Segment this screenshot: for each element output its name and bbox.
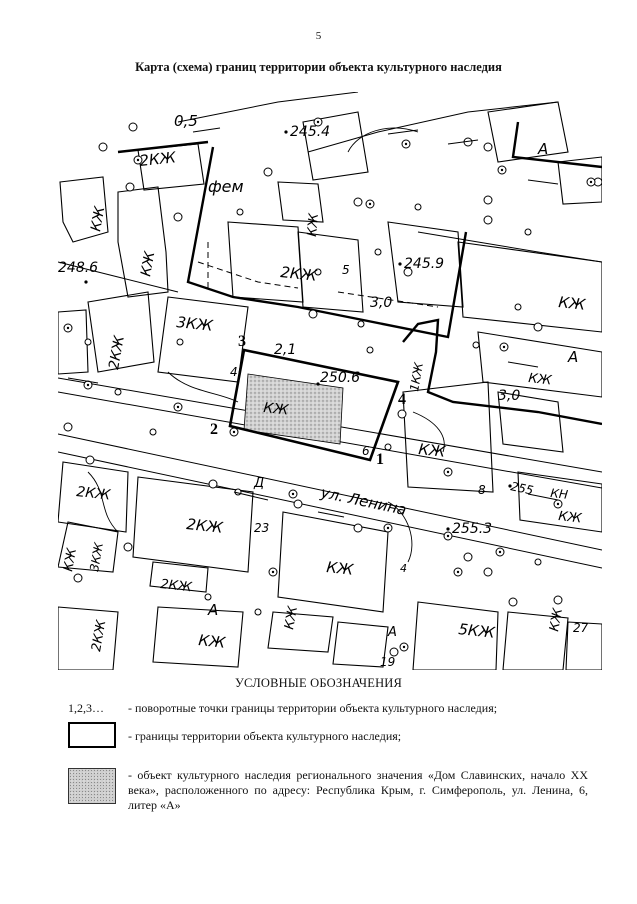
street-lines xyxy=(58,92,602,569)
trees xyxy=(63,122,602,657)
heritage-object xyxy=(243,373,344,445)
elevation-label: 245.9 xyxy=(404,256,444,272)
number-label: 23 xyxy=(254,521,269,535)
map-house-label: 2КЖ xyxy=(76,484,112,504)
map-house-label: 1КЖ xyxy=(407,360,426,392)
map-house-label: 2КЖ xyxy=(280,263,319,285)
elevation-label: 255.3 xyxy=(452,521,492,537)
map-house-label: КЖ xyxy=(198,631,227,652)
street-label: ул. Ленина xyxy=(318,483,408,519)
map-house-label: 3КЖ xyxy=(176,313,215,335)
elevation-label: 248.6 xyxy=(58,260,98,276)
map-house-label: 2КЖ xyxy=(186,515,225,537)
map-house-label: КН xyxy=(550,486,569,502)
map-house-label: КЖ xyxy=(326,558,355,579)
legend-row-points: 1,2,3… - поворотные точки границы террит… xyxy=(68,701,588,717)
number-label: 5 xyxy=(342,263,350,277)
turning-point-label: 3 xyxy=(238,333,246,350)
number-label: 19 xyxy=(380,655,395,669)
page-number: 5 xyxy=(315,30,322,42)
dimension-label: 2,1 xyxy=(274,342,296,358)
number-label: 8 xyxy=(478,483,486,497)
number-label: 27 xyxy=(573,621,589,635)
elevation-dots xyxy=(84,130,512,531)
dimension-label: 3,0 xyxy=(370,295,392,311)
contour-lines xyxy=(87,127,445,563)
map-house-label: КЖ xyxy=(138,249,158,277)
map-house-label: КЖ xyxy=(558,293,587,314)
map-title: Карта (схема) границ территории объекта … xyxy=(135,60,502,74)
cadastral-map: 2КЖ 2КЖ КЖ КЖ 3КЖ 2КЖ КЖ КЖ 2КЖ КЖ 2КЖ К… xyxy=(58,92,602,670)
dashed-lines xyxy=(197,242,439,308)
wire-arrows xyxy=(67,127,559,518)
map-house-label: КЖ xyxy=(547,606,566,632)
map-house-label: КЖ xyxy=(558,509,584,526)
map-house-label: 2КЖ xyxy=(89,618,109,653)
dimension-label: 3,0 xyxy=(498,388,520,404)
map-house-label: КЖ xyxy=(528,371,554,388)
turning-point-label: 4 xyxy=(398,391,406,408)
misc-label: А xyxy=(387,625,397,640)
turning-point-label: 1 xyxy=(376,451,384,468)
legend-boundary-swatch xyxy=(68,722,116,748)
elevation-label: 245.4 xyxy=(290,124,330,140)
dimension-label: 0,5 xyxy=(174,112,198,130)
map-house-label: КЖ xyxy=(61,546,80,572)
turning-point-label: 2 xyxy=(210,421,218,438)
misc-label: А xyxy=(567,348,578,366)
number-label: 6 xyxy=(362,444,370,458)
map-house-label: КЖ xyxy=(305,212,322,237)
misc-label: А xyxy=(207,601,218,619)
map-house-label: КЖ xyxy=(263,400,290,419)
block-boundaries xyxy=(117,121,602,426)
lamp-post-dots xyxy=(66,120,593,649)
map-house-label: КЖ xyxy=(418,440,447,461)
legend-object-text: - объект культурного наследия региональн… xyxy=(128,768,588,812)
legend-object-swatch xyxy=(68,768,116,804)
buildings xyxy=(58,101,602,670)
map-house-label: 2КЖ xyxy=(139,148,178,170)
legend-boundary-text: - границы территории объекта культурного… xyxy=(128,729,402,743)
legend-row-boundary: - границы территории объекта культурного… xyxy=(68,722,588,752)
elevation-label: 255 xyxy=(509,479,534,497)
map-house-label: 3КЖ xyxy=(87,540,106,572)
number-label: 4 xyxy=(400,562,407,575)
misc-label: Д xyxy=(253,476,264,491)
map-house-label: 2КЖ xyxy=(160,577,194,595)
legend-title: УСЛОВНЫЕ ОБОЗНАЧЕНИЯ xyxy=(234,676,403,690)
cadastral-map-svg: 2КЖ 2КЖ КЖ КЖ 3КЖ 2КЖ КЖ КЖ 2КЖ КЖ 2КЖ К… xyxy=(58,92,602,670)
misc-label: фем xyxy=(208,177,244,196)
legend-row-object: - объект культурного наследия региональн… xyxy=(68,768,588,818)
legend-points-text: - поворотные точки границы территории об… xyxy=(128,701,498,715)
misc-label: А xyxy=(537,140,548,158)
legend-points-key: 1,2,3… xyxy=(68,701,104,715)
number-label: 4 xyxy=(230,365,238,379)
map-house-label: 2КЖ xyxy=(106,334,128,371)
map-house-label: КЖ xyxy=(88,204,108,232)
map-house-label: КЖ xyxy=(282,604,301,630)
map-house-label: 5КЖ xyxy=(458,620,497,642)
elevation-label: 250.6 xyxy=(320,370,360,386)
